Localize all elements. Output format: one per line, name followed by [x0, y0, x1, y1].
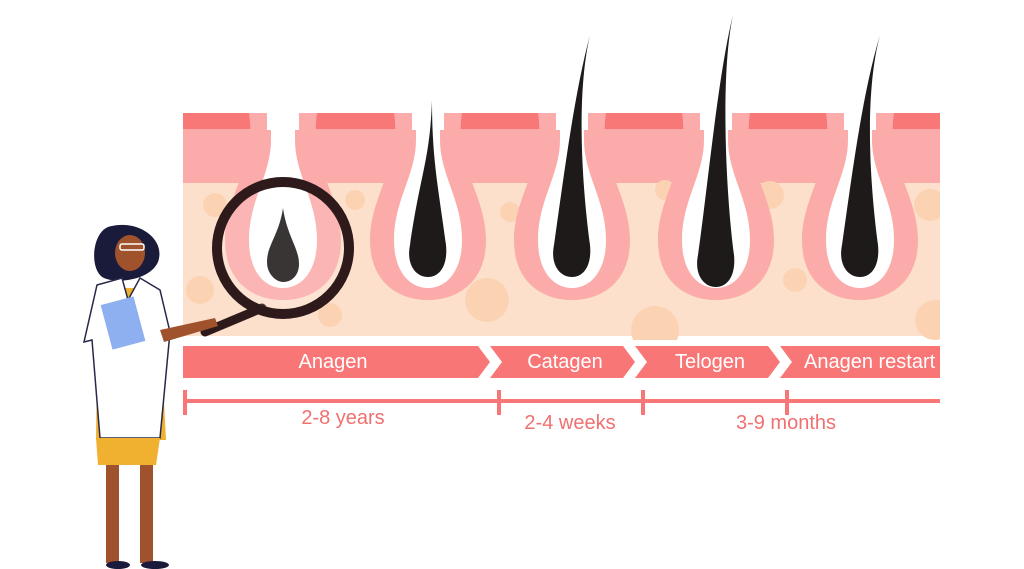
phase-telogen: Telogen: [674, 351, 746, 373]
phase-chevron: [183, 346, 490, 378]
magnifying-glass-icon: [212, 177, 354, 319]
phase-anagen-restart: Anagen restart: [804, 351, 936, 373]
fat-cell: [465, 278, 509, 322]
hair-bulb: [267, 208, 299, 282]
fat-cell: [345, 190, 365, 210]
phase-catagen: Catagen: [527, 351, 603, 373]
clipboard: [100, 296, 146, 350]
skin-gap: [412, 100, 444, 130]
hair-shaft: [697, 15, 735, 287]
duration-telogen: 3-9 months: [735, 412, 837, 434]
phase-chevron: [635, 346, 780, 378]
fat-cell: [914, 189, 940, 221]
fat-cell: [783, 268, 807, 292]
skin-gap: [267, 100, 299, 130]
skirt: [96, 438, 160, 465]
scientist-face: [115, 235, 145, 271]
hair-shaft: [409, 100, 447, 277]
hair-shaft: [841, 35, 880, 277]
fat-cell: [500, 202, 520, 222]
shoe-right: [141, 561, 169, 569]
leg-right: [140, 465, 153, 563]
leg-left: [106, 465, 119, 563]
phase-chevron: [780, 346, 940, 378]
phase-anagen: Anagen: [298, 351, 368, 373]
arm: [160, 318, 218, 342]
fat-cell: [203, 193, 227, 217]
phase-chevron: [490, 346, 635, 378]
follicle-canal: [249, 100, 317, 288]
fat-cell: [631, 306, 679, 340]
duration-anagen: 2-8 years: [301, 407, 385, 429]
fat-cell: [318, 303, 342, 327]
shoe-left: [106, 561, 130, 569]
fat-cell: [915, 300, 940, 340]
hair-shaft: [553, 35, 591, 277]
fat-cell: [186, 276, 214, 304]
duration-catagen: 2-4 weeks: [524, 412, 616, 434]
glasses: [119, 243, 145, 251]
